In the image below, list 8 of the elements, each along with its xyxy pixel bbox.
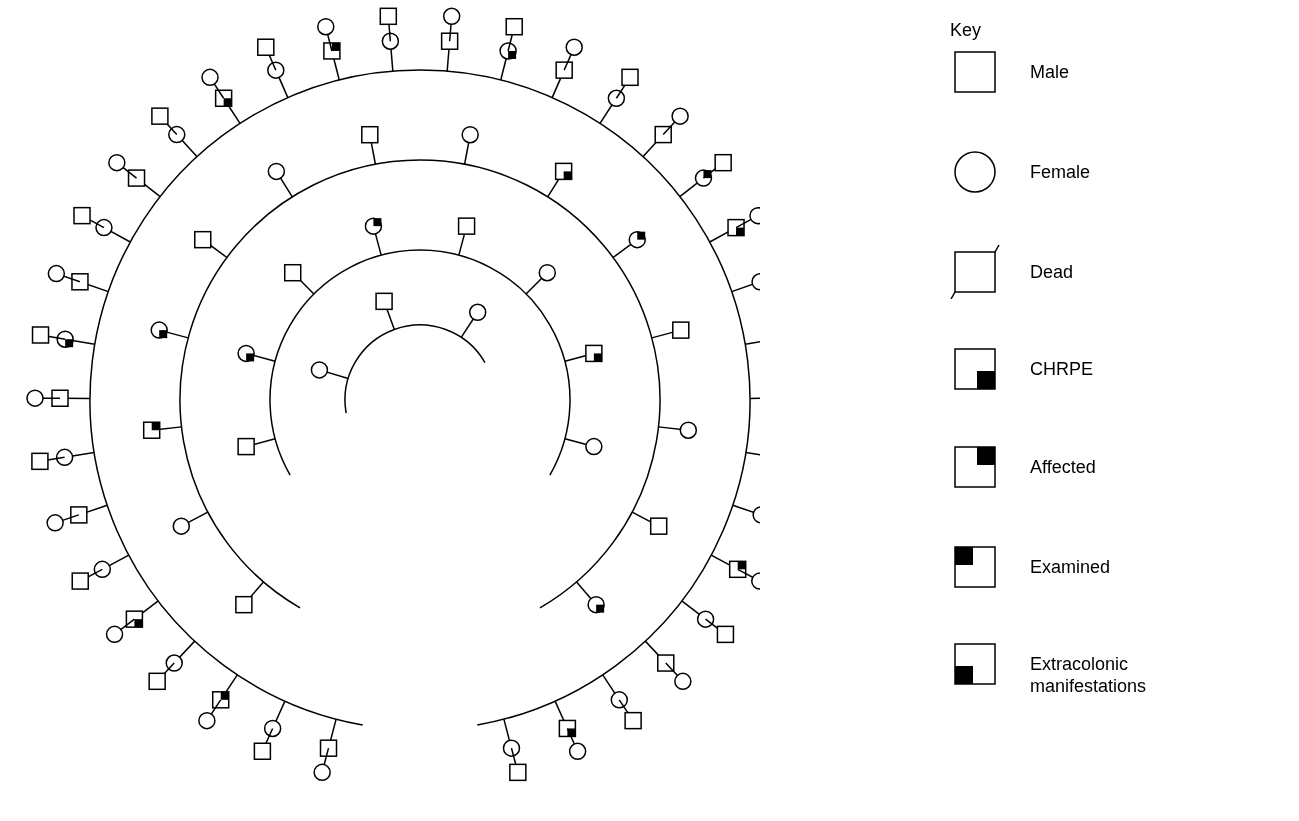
legend-label: Extracolonic manifestations bbox=[1030, 653, 1148, 697]
legend-label: Examined bbox=[1030, 556, 1112, 578]
legend-label: Affected bbox=[1030, 456, 1097, 478]
legend-label: Male bbox=[1030, 61, 1070, 83]
key-heading: Key bbox=[950, 20, 982, 41]
legend-label: CHRPE bbox=[1030, 358, 1094, 380]
legend-label: Dead bbox=[1030, 261, 1075, 283]
legend-label: Female bbox=[1030, 161, 1092, 183]
